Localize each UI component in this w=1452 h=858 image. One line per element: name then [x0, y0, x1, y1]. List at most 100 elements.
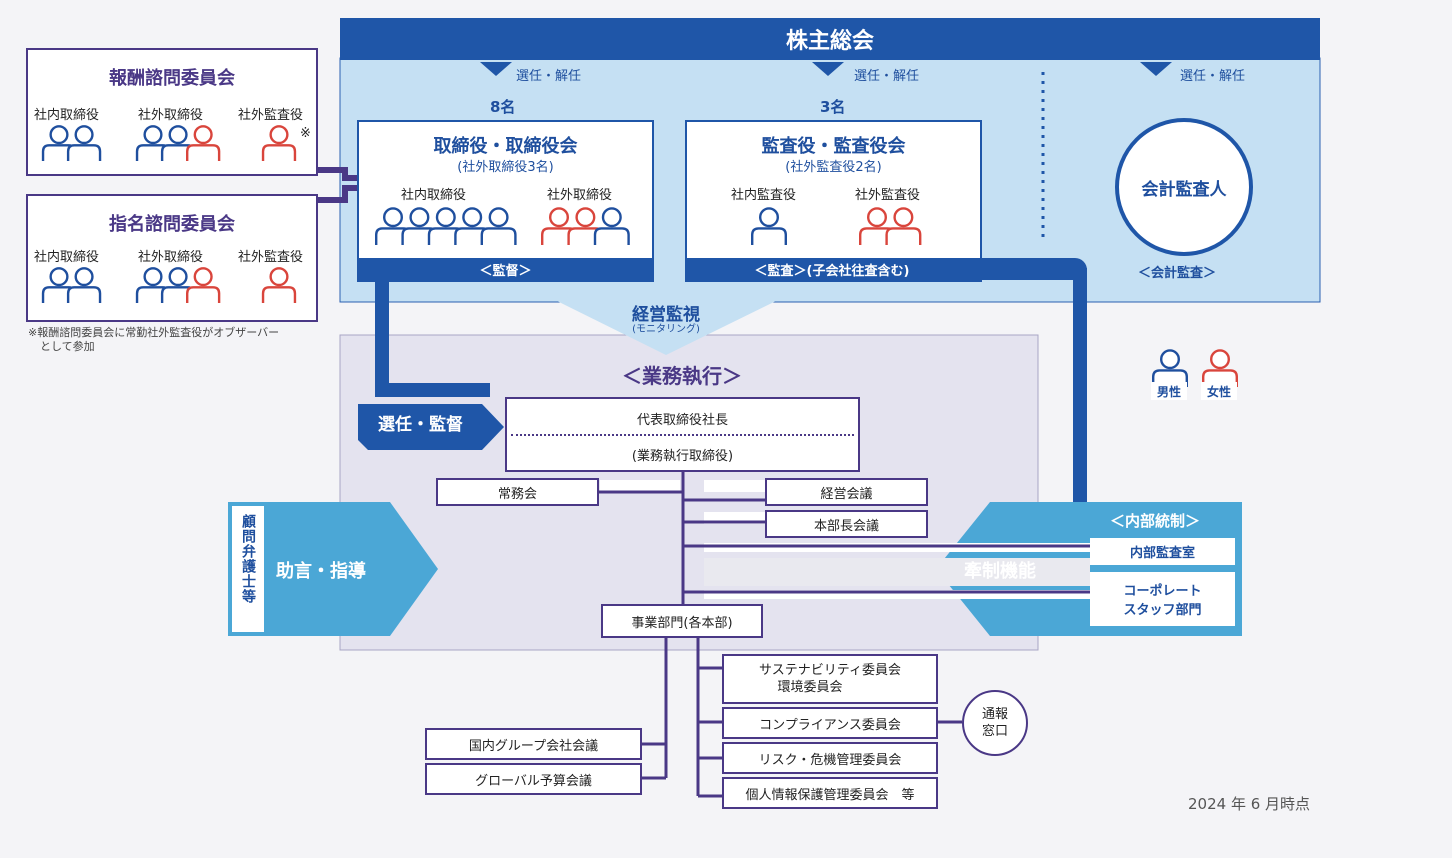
executive-committee-box: 常務会: [436, 478, 599, 506]
execution-title: ＜業務執行＞: [622, 364, 742, 388]
corporate-staff-label: コーポレート: [1123, 584, 1202, 599]
committee-note: ※報酬諮問委員会に常勤社外監査役がオブザーバー として参加: [28, 326, 279, 354]
person-icon-group: [134, 124, 222, 162]
male-person-icon: [427, 207, 464, 245]
board-footer: ＜監督＞: [359, 258, 652, 280]
risk-committee-label: リスク・危機管理委員会: [758, 752, 902, 768]
female-person-icon: [186, 125, 221, 161]
global-budget-meeting-label: グローバル予算会議: [475, 773, 592, 789]
sustainability-committee-label: サステナビリティ委員会: [759, 663, 901, 678]
executive-director-label: (業務執行取締役): [631, 449, 734, 464]
column-label: 社内取締役: [34, 108, 100, 123]
internal-audit-office-label: 内部監査室: [1129, 546, 1195, 561]
column-label: 社外取締役: [138, 108, 204, 123]
person-icon-group: [40, 124, 103, 162]
compliance-committee-label: コンプライアンス委員会: [759, 717, 901, 733]
person-icon-group: [40, 266, 103, 304]
male-person-icon: [375, 207, 411, 245]
male-person-icon: [66, 125, 102, 161]
column-label: 社外監査役: [855, 188, 921, 203]
corporate-staff-label: スタッフ部門: [1123, 603, 1202, 618]
male-person-icon: [66, 267, 102, 303]
audit-board: 監査役・監査役会 (社外監査役2名) 社内監査役 社外監査役 ＜監査＞(子会社往…: [685, 120, 1087, 282]
business-division-label: 事業部門(各本部): [631, 615, 733, 631]
column-label: 社内監査役: [731, 188, 797, 203]
female-person-icon: [261, 125, 297, 161]
person-icon-group: [134, 266, 222, 304]
column-label: 社外監査役: [238, 250, 304, 265]
internal-control-title: ＜内部統制＞: [1110, 512, 1201, 530]
audit-label: ＜監査＞(子会社往査含む): [754, 263, 910, 279]
person-icon-group: [749, 206, 789, 246]
legend-female-label: 女性: [1201, 382, 1237, 400]
committee-note-line: ※報酬諮問委員会に常勤社外監査役がオブザーバー: [28, 326, 280, 339]
auditors-footer: ＜監査＞(子会社往査含む): [687, 258, 1087, 280]
management-meeting-label: 経営会議: [820, 486, 873, 502]
legal-advisors-box: 顧問弁護士等: [232, 506, 264, 632]
legend-male-label: 男性: [1151, 382, 1187, 400]
auditors-title: 監査役・監査役会: [761, 136, 906, 157]
whistleblower-hotline: 通報 窓口: [962, 690, 1028, 756]
monitoring-title: 経営監視: [632, 305, 700, 325]
appointment-label: 選任・解任: [1180, 69, 1246, 84]
column-label: 社内取締役: [401, 188, 467, 203]
female-person-icon: [885, 207, 922, 245]
domestic-group-meeting-label: 国内グループ会社会議: [468, 738, 599, 754]
appointment-label: 選任・解任: [516, 69, 582, 84]
accounting-auditor-title: 会計監査人: [1141, 179, 1227, 200]
auditors-count: 3名: [820, 98, 846, 116]
person-icon-group: [373, 206, 519, 246]
appointment-label: 選任・解任: [854, 69, 920, 84]
female-person-icon: [859, 207, 895, 245]
shareholders-meeting-header: 株主総会: [340, 18, 1320, 60]
note-mark: ※: [300, 126, 311, 141]
check-function-label: 牽制機能: [964, 561, 1036, 582]
president-label: 代表取締役社長: [636, 413, 728, 428]
nomination-committee: 指名諮問委員会 社内取締役 社外取締役 社外監査役: [26, 194, 318, 322]
supervision-label: ＜監督＞: [479, 263, 532, 279]
advice-guidance-label: 助言・指導: [276, 561, 366, 582]
privacy-committee-label: 個人情報保護管理委員会 等: [745, 787, 915, 803]
compliance-committee-box: コンプライアンス委員会: [722, 707, 938, 739]
male-person-icon: [593, 207, 630, 245]
hotline-label: 通報: [981, 707, 1008, 722]
domestic-group-meeting-box: 国内グループ会社会議: [425, 728, 642, 760]
chevron-down-icon: [812, 62, 844, 76]
accounting-audit-label: ＜会計監査＞: [1138, 266, 1217, 281]
internal-audit-office-box: 内部監査室: [1090, 538, 1235, 565]
shareholders-title: 株主総会: [785, 29, 874, 54]
committee-note-line: として参加: [40, 340, 95, 353]
sustainability-committee-box: サステナビリティ委員会 環境委員会: [722, 654, 938, 704]
auditors-subtitle: (社外監査役2名): [785, 160, 882, 175]
person-icon-group: [260, 124, 298, 162]
male-person-icon: [751, 207, 787, 245]
remuneration-committee-title: 報酬諮問委員会: [109, 68, 235, 89]
as-of-date: 2024 年 6 月時点: [1188, 795, 1311, 813]
male-person-icon: [135, 125, 171, 161]
column-label: 社外監査役: [238, 108, 304, 123]
global-budget-meeting-box: グローバル予算会議: [425, 763, 642, 795]
person-icon-group: [260, 266, 298, 304]
division-heads-meeting-box: 本部長会議: [765, 510, 928, 538]
column-label: 社内取締役: [34, 250, 100, 265]
business-division-box: 事業部門(各本部): [601, 604, 763, 638]
person-icon-group: [539, 206, 632, 246]
board-subtitle: (社外取締役3名): [457, 160, 554, 175]
legal-advisors-label: 顧問弁護士等: [240, 514, 256, 604]
female-person-icon: [261, 267, 297, 303]
remuneration-committee: 報酬諮問委員会 社内取締役 社外取締役 社外監査役 ※: [26, 48, 318, 176]
nomination-committee-title: 指名諮問委員会: [109, 214, 235, 235]
division-heads-meeting-label: 本部長会議: [813, 518, 879, 534]
hotline-label: 窓口: [981, 724, 1008, 739]
president-box: 代表取締役社長 (業務執行取締役): [505, 397, 860, 472]
risk-committee-box: リスク・危機管理委員会: [722, 742, 938, 774]
female-person-icon: [186, 267, 221, 303]
chevron-down-icon: [1140, 62, 1172, 76]
board-title: 取締役・取締役会: [433, 136, 578, 157]
board-of-directors: 取締役・取締役会 (社外取締役3名) 社内取締役 社外取締役 ＜監督＞: [357, 120, 654, 282]
column-label: 社外取締役: [547, 188, 613, 203]
male-person-icon: [454, 207, 491, 245]
management-meeting-box: 経営会議: [765, 478, 928, 506]
environment-committee-label: 環境委員会: [777, 680, 843, 695]
